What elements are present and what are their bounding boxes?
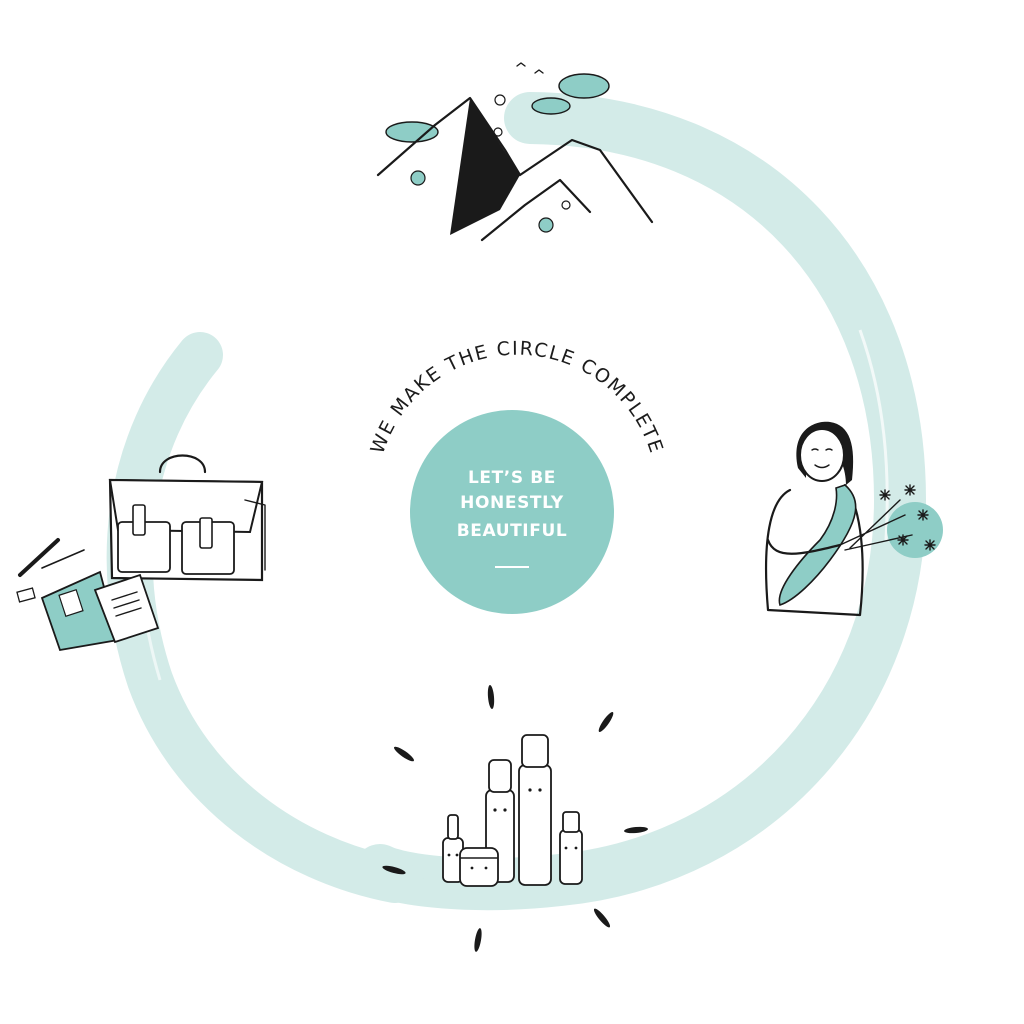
bag-buckle: [199, 517, 213, 549]
pen-icon: [18, 538, 60, 577]
flower-icon: [494, 94, 506, 106]
flower-cluster: [879, 484, 936, 551]
cream-jar: [459, 847, 499, 887]
flower-icon: [410, 170, 426, 186]
bird-icon: [516, 62, 526, 67]
badge-line-2: HONESTLY: [460, 493, 564, 513]
medium-bottle-cap: [488, 759, 512, 793]
cosmetic-bottles-icon: [382, 685, 648, 952]
tall-bottle-cap: [521, 734, 549, 768]
mountain-icon: [376, 62, 654, 242]
ring-arc-left: [106, 332, 418, 903]
badge-circle: [410, 410, 614, 614]
badge-line-1: LET’S BE: [468, 468, 556, 488]
bag-side: [244, 499, 266, 571]
mountain-foothill: [480, 178, 592, 242]
bird-icon: [534, 69, 544, 74]
dropper-cap: [447, 814, 459, 840]
mountain-ridge: [376, 96, 654, 224]
mountain-shadow: [450, 98, 520, 235]
cloud-icon: [558, 73, 610, 99]
flower-icon: [493, 127, 503, 137]
bouquet-backdrop: [887, 502, 943, 558]
farmer-woman-icon: [764, 421, 943, 617]
flower-icon: [561, 200, 571, 210]
face-features: [811, 448, 833, 469]
eraser-icon: [16, 587, 36, 603]
bag-handle: [158, 454, 207, 474]
notepad-icon: [93, 573, 160, 644]
face: [799, 428, 845, 482]
ring-texture: [858, 329, 889, 541]
body: [764, 483, 864, 617]
flower-icon: [538, 217, 554, 233]
center-badge: LET’S BE HONESTLY BEAUTIFUL: [410, 410, 614, 614]
cloud-icon: [385, 121, 439, 143]
arm: [766, 538, 842, 555]
pencil-icon: [41, 549, 85, 569]
bag-flap: [108, 478, 264, 534]
pump-bottle-cap: [562, 811, 580, 833]
tall-bottle: [518, 764, 552, 886]
cloud-icon: [531, 97, 571, 115]
school-bag-icon: [16, 454, 266, 652]
pump-bottle: [559, 829, 583, 885]
bag-buckle: [132, 504, 146, 536]
sparkle-marks: [382, 685, 648, 952]
badge-line-3: BEAUTIFUL: [457, 521, 568, 541]
bottle-faces: [447, 788, 578, 870]
sari-sash: [778, 484, 857, 607]
